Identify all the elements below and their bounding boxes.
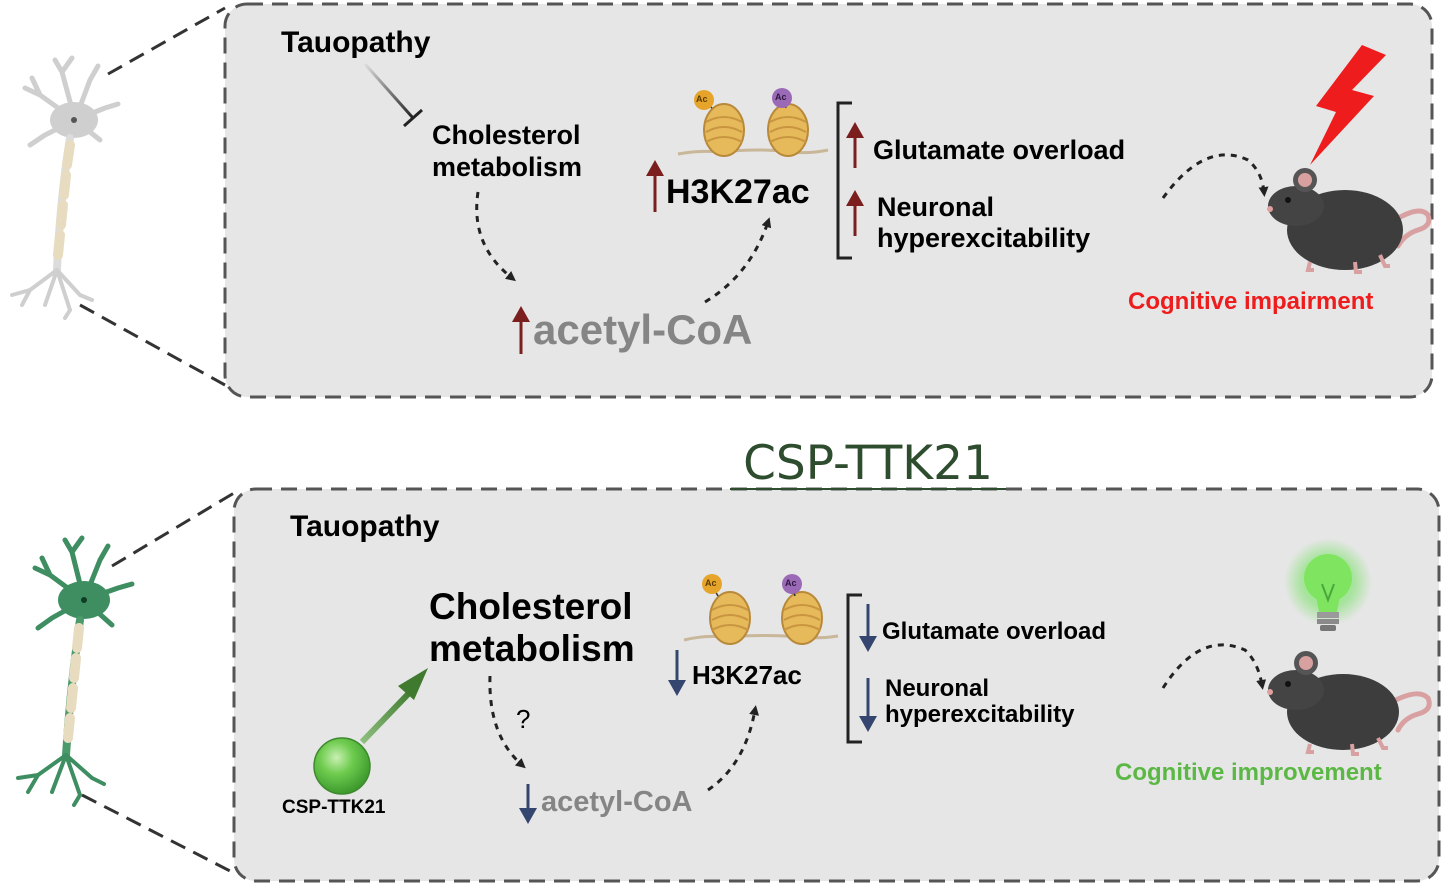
top-neuronal-label-line1: Neuronal	[877, 192, 995, 222]
bottom-outcome-label: Cognitive improvement	[1115, 759, 1382, 786]
bottom-glutamate-label: Glutamate overload	[882, 618, 1107, 645]
bottom-neuronal-label-line1: Neuronal	[885, 675, 990, 702]
bottom-tauopathy-label: Tauopathy	[290, 510, 440, 543]
bottom-arrow-chol-to-acetyl	[488, 675, 526, 769]
top-arrow-chol-to-acetyl	[475, 191, 516, 282]
bottom-zoom-line-upper	[111, 491, 235, 568]
bottom-mouse-icon	[1267, 651, 1432, 756]
bottom-down-arrow-h3k-icon	[668, 650, 686, 696]
top-inhibition-line	[363, 63, 415, 119]
top-ac-badge-1: Ac	[696, 94, 708, 104]
lightning-bolt-icon	[1310, 45, 1386, 165]
top-panel-box	[223, 2, 1434, 399]
top-mouse-icon	[1267, 168, 1432, 274]
top-cholesterol-label-line2: metabolism	[432, 152, 583, 182]
neuron-green-icon	[16, 535, 135, 807]
bottom-down-arrow-neuronal-icon	[859, 678, 877, 732]
drug-title: CSP-TTK21	[743, 436, 993, 491]
bottom-nucleosome-icon	[683, 574, 839, 645]
top-arrow-to-mouse	[1161, 153, 1269, 199]
top-cholesterol-label-line1: Cholesterol	[432, 120, 581, 150]
bottom-acetyl-coa-label: acetyl-CoA	[541, 786, 693, 818]
bottom-neuronal-label-line2: hyperexcitability	[885, 701, 1075, 728]
top-up-arrow-glutamate-icon	[846, 122, 864, 168]
top-glutamate-label: Glutamate overload	[873, 135, 1126, 165]
top-up-arrow-acetyl-icon	[512, 306, 530, 354]
drug-activation-head	[398, 668, 428, 700]
top-acetyl-coa-label: acetyl-CoA	[533, 306, 753, 353]
top-outcome-label: Cognitive impairment	[1128, 288, 1374, 315]
bottom-ac-badge-2: Ac	[785, 578, 797, 588]
top-neuronal-label-line2: hyperexcitability	[877, 223, 1091, 253]
bottom-question-mark: ?	[516, 704, 531, 734]
bottom-arrow-acetyl-to-h3k	[707, 705, 760, 792]
bottom-ac-badge-1: Ac	[705, 578, 717, 588]
drug-sphere-icon	[313, 737, 371, 795]
top-zoom-line-lower	[79, 303, 226, 387]
top-ac-badge-2: Ac	[775, 92, 787, 102]
drug-activation-line	[359, 687, 415, 745]
light-bulb-icon	[1284, 538, 1372, 631]
top-nucleosome-icon	[677, 88, 829, 157]
top-up-arrow-h3k-icon	[646, 160, 664, 212]
bottom-down-arrow-acetyl-icon	[519, 784, 537, 824]
bottom-cholesterol-label-line1: Cholesterol	[429, 586, 633, 627]
neuron-gray-icon	[10, 55, 121, 320]
top-zoom-line-upper	[107, 6, 226, 76]
bottom-zoom-line-lower	[81, 793, 235, 875]
bottom-arrow-to-mouse	[1161, 643, 1267, 690]
drug-title-underline	[730, 488, 1006, 490]
top-bracket	[836, 101, 852, 260]
bottom-down-arrow-glutamate-icon	[859, 604, 877, 652]
bottom-cholesterol-label-line2: metabolism	[429, 628, 635, 669]
top-up-arrow-neuronal-icon	[846, 190, 864, 236]
top-h3k27ac-label: H3K27ac	[666, 173, 810, 211]
top-arrow-acetyl-to-h3k	[704, 217, 772, 304]
top-tauopathy-label: Tauopathy	[281, 26, 431, 59]
bottom-drug-label: CSP-TTK21	[282, 797, 386, 818]
top-inhibition-bar	[403, 108, 423, 128]
bottom-h3k27ac-label: H3K27ac	[692, 660, 802, 690]
bottom-bracket	[846, 593, 862, 744]
